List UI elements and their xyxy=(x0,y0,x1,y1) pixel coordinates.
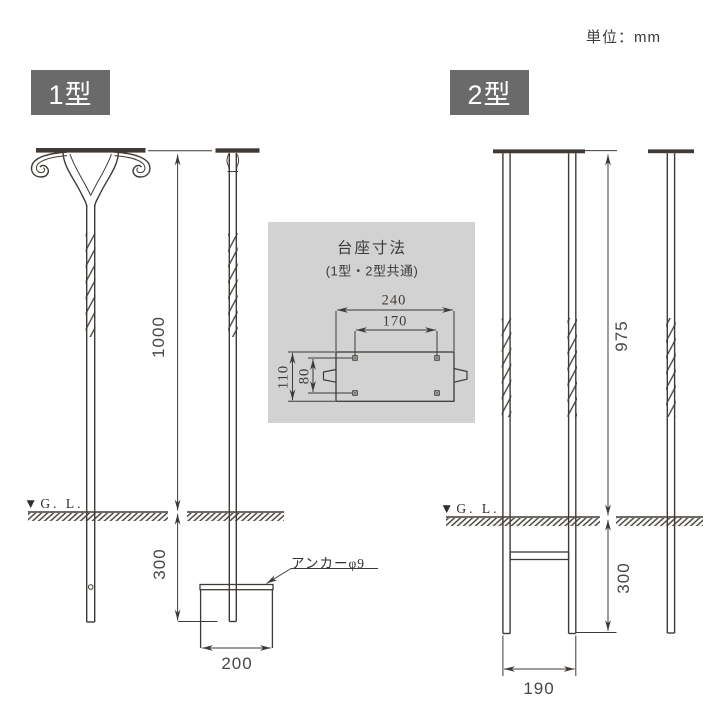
ground-line-left xyxy=(28,511,284,521)
hole-pitch-x-value: 170 xyxy=(382,313,408,330)
ground-level-label-left: ▼G. L. xyxy=(24,496,84,511)
ground-hatch-left2 xyxy=(187,513,284,521)
type2-depth-value: 300 xyxy=(614,562,633,594)
type2-crossbar xyxy=(509,551,570,561)
type1-badge-label: 1型 xyxy=(48,80,93,110)
type2-badge-label: 2型 xyxy=(467,80,512,110)
type1-depth-dimension xyxy=(174,513,218,622)
type2-side-twist xyxy=(666,318,676,417)
type1-side-twist xyxy=(228,233,238,337)
ground-hatch-right xyxy=(446,518,600,526)
type2-front-twist-left xyxy=(501,318,512,417)
type2-front-twist-right xyxy=(567,318,577,417)
type1-badge: 1型 xyxy=(31,70,110,115)
type1-side-view xyxy=(215,148,260,623)
type2-width-dimension xyxy=(502,635,577,676)
ground-hatch-left xyxy=(28,513,168,521)
ground-line-right xyxy=(446,516,703,526)
anchor-label: アンカーφ9 xyxy=(291,556,366,571)
hole-pitch-y-value: 80 xyxy=(296,367,313,385)
type2-side-view xyxy=(648,149,694,634)
type1-height-value: 1000 xyxy=(149,316,168,358)
plate-width-value: 240 xyxy=(381,292,407,309)
type2-height-value: 975 xyxy=(612,320,631,352)
inset-subtitle: (1型・2型共通) xyxy=(325,263,419,279)
type1-front-twist xyxy=(85,233,96,337)
type1-front-view xyxy=(30,148,151,623)
type1-top-bar xyxy=(36,148,146,153)
type2-leg-spacing-value: 190 xyxy=(523,679,555,698)
type1-anchor-hole xyxy=(87,584,94,590)
type2-top-bar xyxy=(493,149,585,154)
type2-front-view xyxy=(493,149,585,635)
type1-base-width-value: 200 xyxy=(221,654,253,673)
ground-hatch-right2 xyxy=(616,518,703,526)
plate-depth-value: 110 xyxy=(275,364,292,390)
inset-title: 台座寸法 xyxy=(336,240,408,257)
type2-badge: 2型 xyxy=(450,70,529,115)
type1-side-cap xyxy=(215,148,260,153)
ground-level-label-right: ▼G. L. xyxy=(440,501,500,516)
type1-anchor-base xyxy=(199,583,274,651)
unit-label: 単位：mm xyxy=(586,29,661,46)
type2-depth-dimension xyxy=(576,519,617,633)
type1-depth-value: 300 xyxy=(150,548,169,580)
type2-side-cap xyxy=(648,149,694,154)
